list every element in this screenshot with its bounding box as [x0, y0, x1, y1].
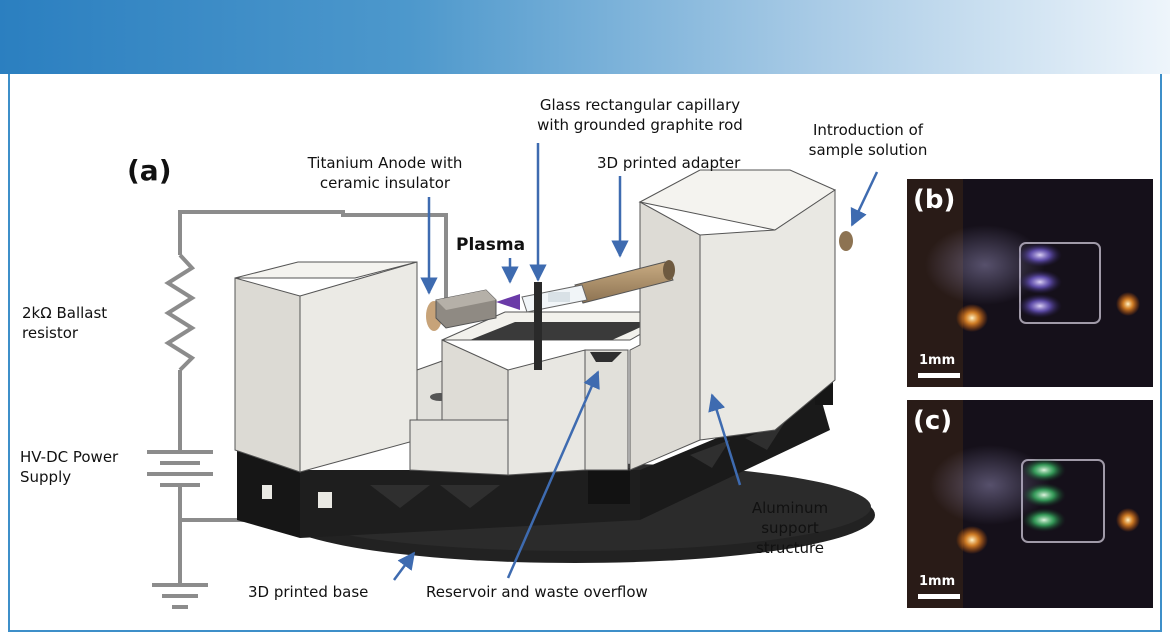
panel-label-c: (c) [913, 406, 953, 436]
label-power-line2: Supply [20, 468, 72, 486]
graphite-rod [534, 282, 542, 370]
photo-c [907, 400, 1153, 608]
label-3d-printed-base: 3D printed base [248, 583, 369, 601]
label-aluminum-line1: Aluminum [751, 499, 829, 517]
label-titanium-anode-line1: Titanium Anode with [307, 154, 463, 172]
label-introduction-sample: Introduction of sample solution [788, 120, 948, 160]
label-introduction-line2: sample solution [808, 141, 928, 159]
header-band [0, 0, 1170, 74]
scale-bar-label-b: 1mm [919, 353, 956, 368]
panel-label-a: (a) [127, 154, 172, 187]
sample-inlet [839, 231, 853, 251]
panel-label-b: (b) [913, 185, 956, 215]
scale-bar-label-c: 1mm [919, 574, 956, 589]
ground-symbol [152, 583, 208, 609]
ballast-resistor-zigzag [164, 253, 196, 372]
photo-b [907, 179, 1153, 387]
label-aluminum-line2: support [761, 519, 819, 537]
label-glass-capillary-line1: Glass rectangular capillary [539, 96, 741, 114]
label-ballast-line1: 2kΩ Ballast [22, 304, 108, 322]
label-power-supply: HV-DC Power Supply [20, 447, 118, 487]
plasma-arrow [496, 294, 520, 310]
label-ballast-resistor: 2kΩ Ballast resistor [22, 303, 107, 343]
label-glass-capillary: Glass rectangular capillary with grounde… [510, 95, 770, 135]
label-plasma: Plasma [456, 235, 526, 255]
right-block [629, 169, 837, 471]
left-block [234, 261, 418, 473]
label-aluminum-support: Aluminum support structure [735, 498, 845, 558]
label-reservoir-overflow: Reservoir and waste overflow [426, 583, 648, 601]
label-titanium-anode: Titanium Anode with ceramic insulator [285, 153, 485, 193]
titanium-anode [426, 289, 497, 331]
callout-arrows [392, 143, 879, 581]
power-supply-symbol [147, 450, 213, 487]
label-3d-printed-adapter: 3D printed adapter [597, 154, 741, 172]
label-power-line1: HV-DC Power [20, 448, 119, 466]
label-glass-capillary-line2: with grounded graphite rod [537, 116, 743, 134]
label-ballast-line2: resistor [22, 324, 79, 342]
label-aluminum-line3: structure [755, 539, 825, 557]
label-titanium-anode-line2: ceramic insulator [319, 174, 451, 192]
label-introduction-line1: Introduction of [812, 121, 924, 139]
